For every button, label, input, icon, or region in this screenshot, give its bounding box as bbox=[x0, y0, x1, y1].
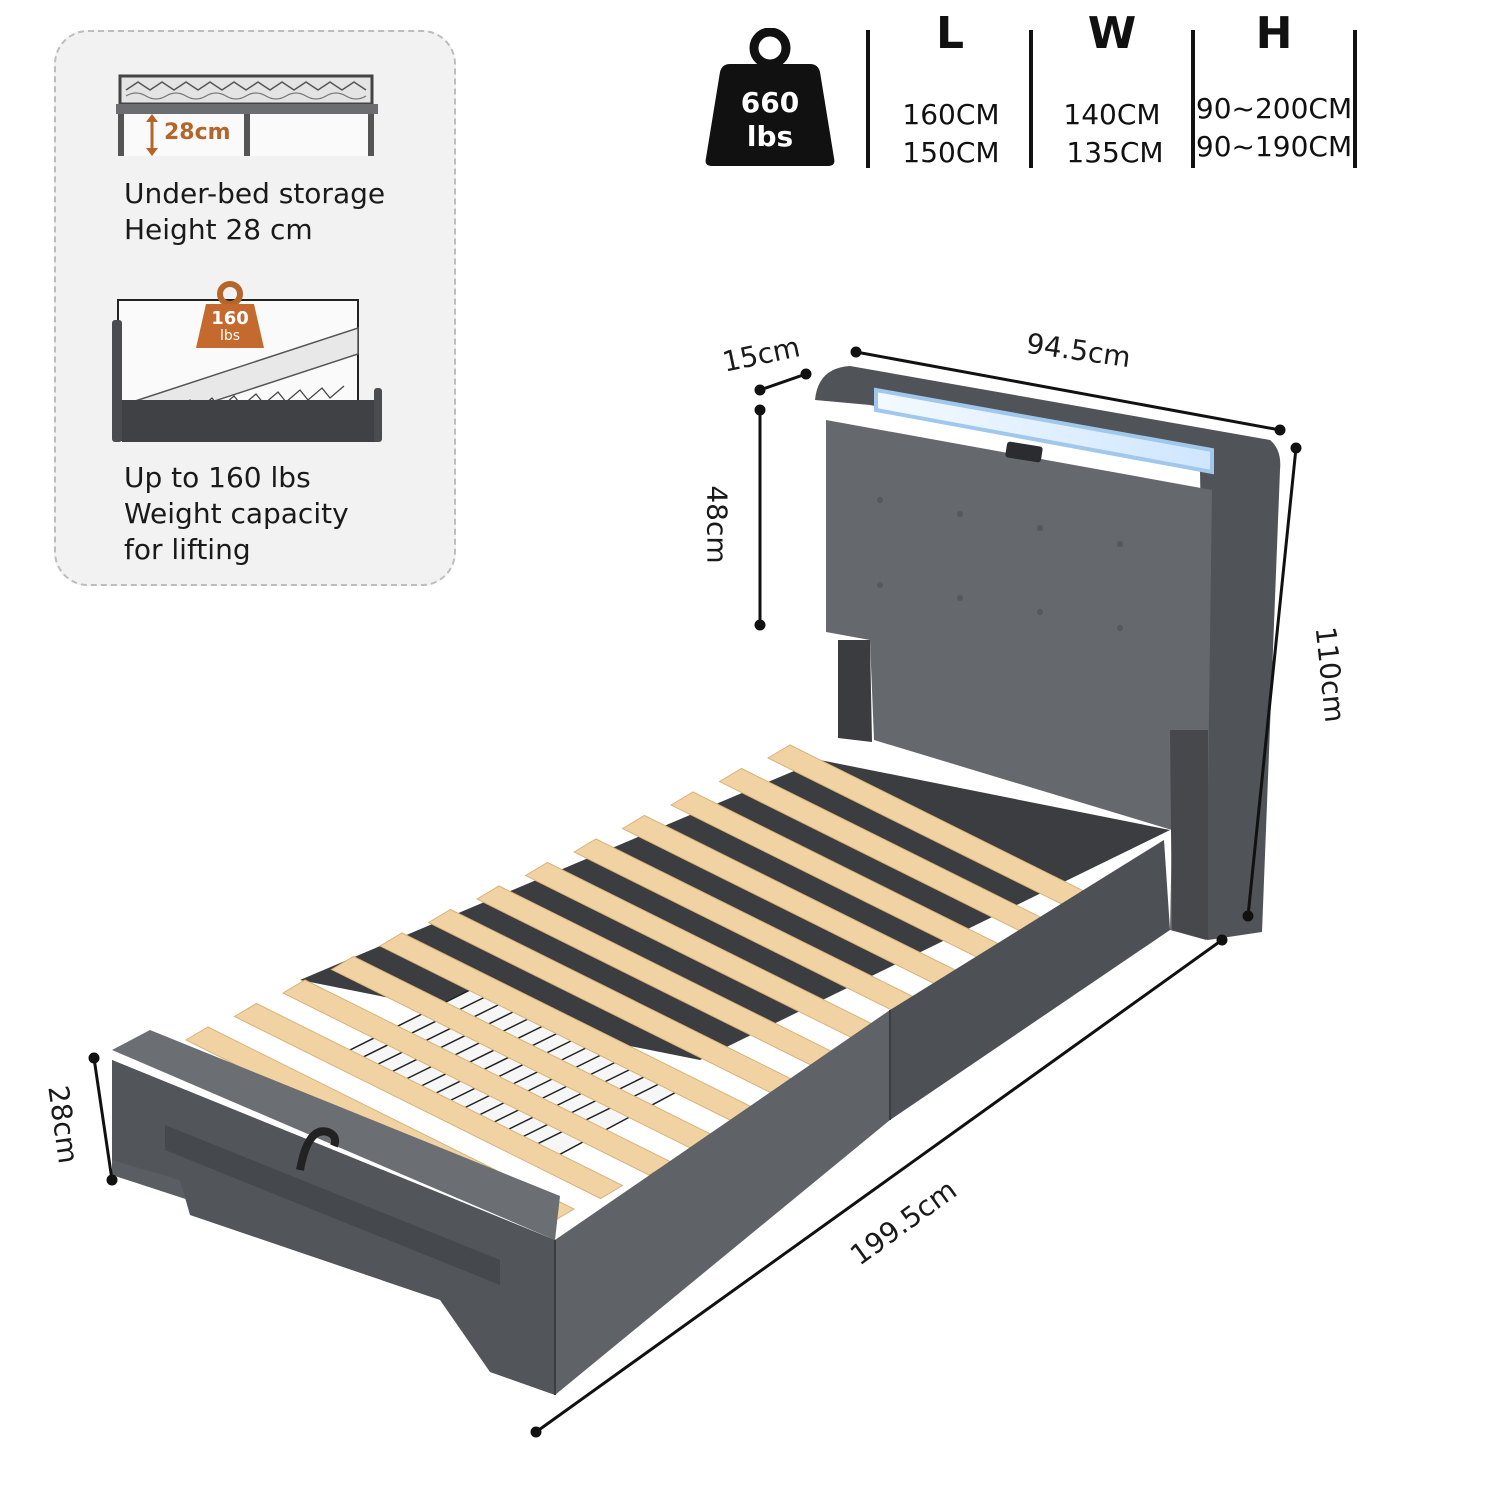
spec-divider bbox=[1029, 30, 1033, 168]
lift-capacity-text: Up to 160 lbs Weight capacity for liftin… bbox=[124, 461, 349, 566]
spec-length-value: 150CM bbox=[902, 136, 1000, 169]
lift-handle bbox=[296, 1127, 340, 1171]
spec-height-value: 90~190CM bbox=[1195, 130, 1353, 163]
storage-basket bbox=[328, 989, 682, 1166]
weight-icon bbox=[705, 28, 835, 166]
storage-height-text: Under-bed storage Height 28 cm bbox=[124, 177, 386, 246]
lift-capacity-illustration bbox=[112, 281, 382, 442]
capacity-value: 660 bbox=[740, 86, 800, 119]
headboard-panel bbox=[826, 420, 1212, 940]
side-rail-panel bbox=[555, 1010, 890, 1395]
storage-drawer bbox=[165, 1125, 500, 1285]
foot-board bbox=[112, 1060, 555, 1395]
lift-badge-unit: lbs bbox=[219, 328, 241, 344]
feature-card: 28cm 160 lbs Under-bed storage Height 28… bbox=[54, 30, 456, 586]
dimension-lines bbox=[88, 346, 1302, 1438]
spec-divider bbox=[1353, 30, 1357, 168]
wooden-slat bbox=[233, 1002, 624, 1200]
spec-divider bbox=[866, 30, 870, 168]
storage-height-illustration bbox=[116, 74, 378, 156]
spec-height-value: 90~200CM bbox=[1195, 92, 1353, 125]
led-light-strip bbox=[874, 387, 1214, 475]
spec-length-value: 160CM bbox=[902, 98, 1000, 131]
feature-illustrations bbox=[112, 74, 382, 442]
usb-port-icon bbox=[1005, 441, 1043, 463]
dim-headboard-height: 48cm bbox=[700, 485, 734, 564]
spec-header-height: H bbox=[1255, 8, 1293, 59]
spec-width-value: 140CM bbox=[1063, 98, 1161, 131]
lift-badge-value: 160 bbox=[211, 308, 249, 329]
storage-height-badge: 28cm bbox=[164, 120, 231, 145]
headboard-frame bbox=[815, 366, 1281, 940]
spec-divider bbox=[1191, 30, 1195, 168]
capacity-unit: lbs bbox=[746, 120, 794, 153]
spec-width-value: 135CM bbox=[1066, 136, 1164, 169]
spec-header-length: L bbox=[935, 8, 965, 59]
spec-header-width: W bbox=[1087, 8, 1137, 59]
